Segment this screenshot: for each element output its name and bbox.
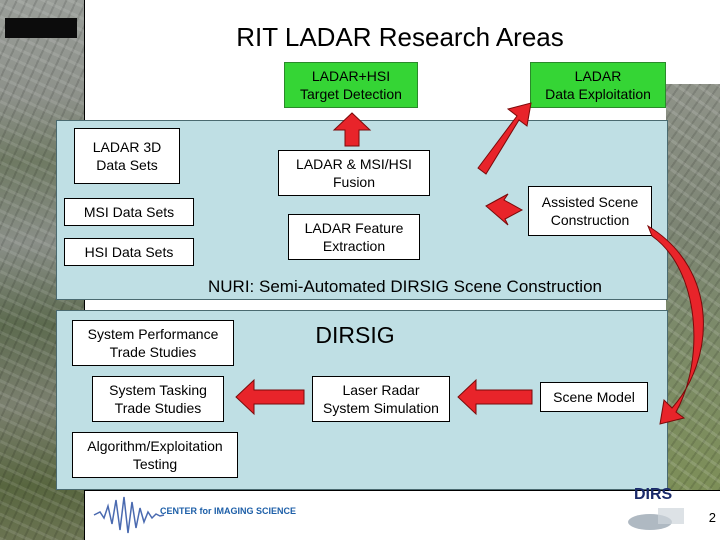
ladar-3d-data-sets-box: LADAR 3D Data Sets bbox=[74, 128, 180, 184]
center-logo-text: CENTER for IMAGING SCIENCE bbox=[160, 506, 297, 516]
dirs-logo-text: DIRS bbox=[634, 486, 673, 503]
right-arrow-assisted-scene bbox=[485, 193, 524, 226]
assisted-scene-construction-box: Assisted Scene Construction bbox=[528, 186, 652, 236]
box-line: Trade Studies bbox=[109, 344, 197, 360]
nuri-subtitle: NURI: Semi-Automated DIRSIG Scene Constr… bbox=[208, 277, 602, 296]
algorithm-exploitation-testing-box: Algorithm/Exploitation Testing bbox=[72, 432, 238, 478]
box-line: LADAR bbox=[574, 68, 622, 84]
left-arrow-system-tasking bbox=[235, 378, 305, 416]
box-line: Fusion bbox=[332, 174, 376, 190]
box-line: LADAR 3D bbox=[92, 139, 162, 155]
box-line: LADAR Feature bbox=[304, 220, 404, 236]
box-line: Data Sets bbox=[96, 157, 158, 173]
black-rectangle bbox=[5, 18, 77, 38]
hsi-data-sets-box: HSI Data Sets bbox=[64, 238, 194, 266]
box-line: LADAR+HSI bbox=[311, 68, 391, 84]
ladar-hsi-target-detection-box: LADAR+HSI Target Detection bbox=[284, 62, 418, 108]
box-line: Trade Studies bbox=[114, 400, 202, 416]
system-performance-trade-studies-box: System Performance Trade Studies bbox=[72, 320, 234, 366]
center-logo-waveform-icon bbox=[93, 496, 165, 534]
ladar-feature-extraction-box: LADAR Feature Extraction bbox=[288, 214, 420, 260]
scene-model-box: Scene Model bbox=[540, 382, 648, 412]
box-line: Data Exploitation bbox=[545, 86, 651, 102]
page-number: 2 bbox=[708, 510, 716, 525]
box-line: Assisted Scene bbox=[541, 194, 639, 210]
box-line: Target Detection bbox=[300, 86, 402, 102]
dirs-logo-icon bbox=[628, 508, 684, 530]
box-line: Laser Radar bbox=[342, 382, 420, 398]
ladar-data-exploitation-box: LADAR Data Exploitation bbox=[530, 62, 666, 108]
dirsig-label: DIRSIG bbox=[315, 322, 395, 348]
box-line: Extraction bbox=[322, 238, 386, 254]
box-line: HSI Data Sets bbox=[84, 244, 174, 260]
slide-divider-horizontal bbox=[84, 490, 720, 491]
box-line: System Tasking bbox=[109, 382, 207, 398]
diagonal-arrow-data-exploitation bbox=[477, 102, 532, 175]
box-line: LADAR & MSI/HSI bbox=[296, 156, 412, 172]
system-tasking-trade-studies-box: System Tasking Trade Studies bbox=[92, 376, 224, 422]
slide-title: RIT LADAR Research Areas bbox=[236, 22, 564, 52]
box-line: Algorithm/Exploitation bbox=[87, 438, 223, 454]
msi-data-sets-box: MSI Data Sets bbox=[64, 198, 194, 226]
up-arrow-target-detection bbox=[332, 112, 372, 147]
box-line: Scene Model bbox=[553, 389, 635, 405]
box-line: MSI Data Sets bbox=[83, 204, 175, 220]
ladar-msi-hsi-fusion-box: LADAR & MSI/HSI Fusion bbox=[278, 150, 430, 196]
box-line: System Simulation bbox=[323, 400, 439, 416]
box-line: Construction bbox=[550, 212, 630, 228]
box-line: Testing bbox=[132, 456, 178, 472]
box-line: System Performance bbox=[87, 326, 219, 342]
left-arrow-laser-radar bbox=[457, 378, 533, 416]
laser-radar-system-simulation-box: Laser Radar System Simulation bbox=[312, 376, 450, 422]
curved-arrow-scene-model bbox=[646, 224, 704, 425]
